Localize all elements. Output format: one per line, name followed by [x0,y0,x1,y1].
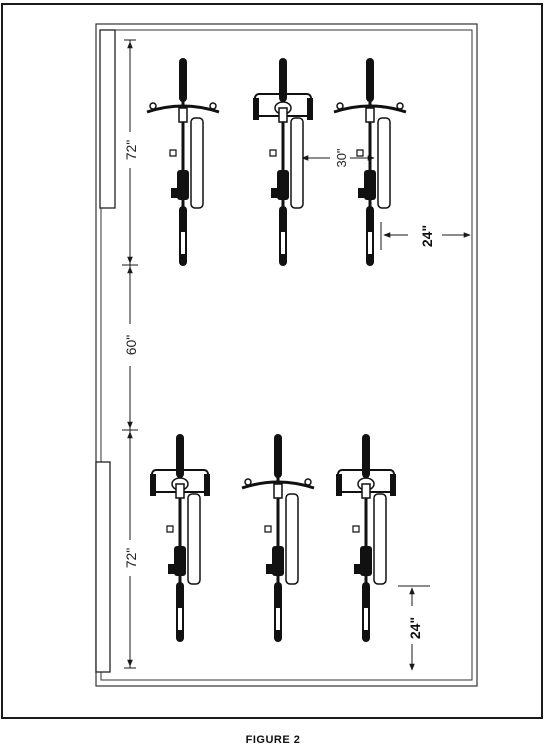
bicycles-group [146,58,407,642]
parking-area-inner-outline [100,29,473,681]
lower-rack-bar [95,461,111,673]
figure-border [1,3,543,719]
bike-spacing-label: 30" [334,148,349,167]
lower-clearance-label: 24" [407,617,423,639]
bicycle-upper-right [333,58,407,266]
parking-area-outline [95,23,478,687]
bicycle-upper-center [253,58,313,266]
figure-caption: FIGURE 2 [245,734,301,746]
upper-rack-length-label: 72" [123,140,139,161]
upper-clearance-dimension [380,222,471,250]
upper-clearance-label: 24" [419,225,435,247]
bicycle-upper-left [146,58,220,266]
lower-clearance-dimension [398,585,430,671]
bicycle-lower-center [241,434,315,642]
bicycle-lower-right [336,434,396,642]
lower-rack-length-label: 72" [123,548,139,569]
upper-rack-bar [99,29,116,209]
bicycle-lower-left [150,434,210,642]
aisle-width-label: 60" [123,335,139,356]
